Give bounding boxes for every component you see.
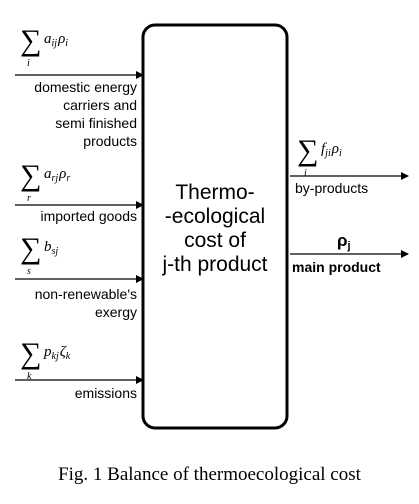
box-line-3: cost of <box>184 229 246 252</box>
main-product-symbol: ρj <box>337 231 351 252</box>
input-non-renewable-exergy: ∑ s bsj non-renewable's exergy <box>15 232 144 320</box>
sum-sign-icon: ∑ <box>20 159 41 192</box>
figure-caption: Fig. 1 Balance of thermoecological cost <box>58 464 361 485</box>
formula-term: arjρr <box>44 166 70 184</box>
formula-term: aijρi <box>44 31 68 49</box>
sum-sign-icon: ∑ <box>297 134 318 167</box>
input-label-line: emissions <box>75 385 137 401</box>
input-label-line: non-renewable's <box>35 286 137 302</box>
box-line-2: -ecological <box>165 205 265 228</box>
input-emissions: ∑ k pkjζk emissions <box>15 337 144 401</box>
sum-index: k <box>27 371 32 382</box>
input-label-line: domestic energy <box>34 79 137 95</box>
sum-index: r <box>27 193 31 204</box>
input-domestic-energy: ∑ i aijρi domestic energy carriers and s… <box>15 24 144 149</box>
input-label-line: imported goods <box>40 208 137 224</box>
process-box <box>141 23 289 430</box>
sum-sign-icon: ∑ <box>20 24 41 57</box>
sum-sign-icon: ∑ <box>20 337 41 370</box>
output-label: by-products <box>295 180 368 196</box>
output-by-products: ∑ i fjiρi by-products <box>290 134 409 196</box>
output-main-product: ρj main product <box>290 231 409 275</box>
output-label: main product <box>292 259 381 275</box>
input-label-line: carriers and <box>63 97 137 113</box>
sum-index: i <box>304 168 307 179</box>
box-line-1: Thermo- <box>175 181 254 204</box>
formula-term: bsj <box>44 239 58 257</box>
input-imported-goods: ∑ r arjρr imported goods <box>15 159 144 224</box>
formula-term: fjiρi <box>321 141 342 159</box>
box-line-4: j-th product <box>161 253 267 276</box>
sum-sign-icon: ∑ <box>20 232 41 265</box>
formula-term: pkjζk <box>43 344 71 362</box>
input-label-line: semi finished <box>55 115 137 131</box>
sum-index: s <box>27 266 31 277</box>
input-label-line: exergy <box>95 304 137 320</box>
sum-index: i <box>27 58 30 69</box>
input-label-line: products <box>83 133 137 149</box>
